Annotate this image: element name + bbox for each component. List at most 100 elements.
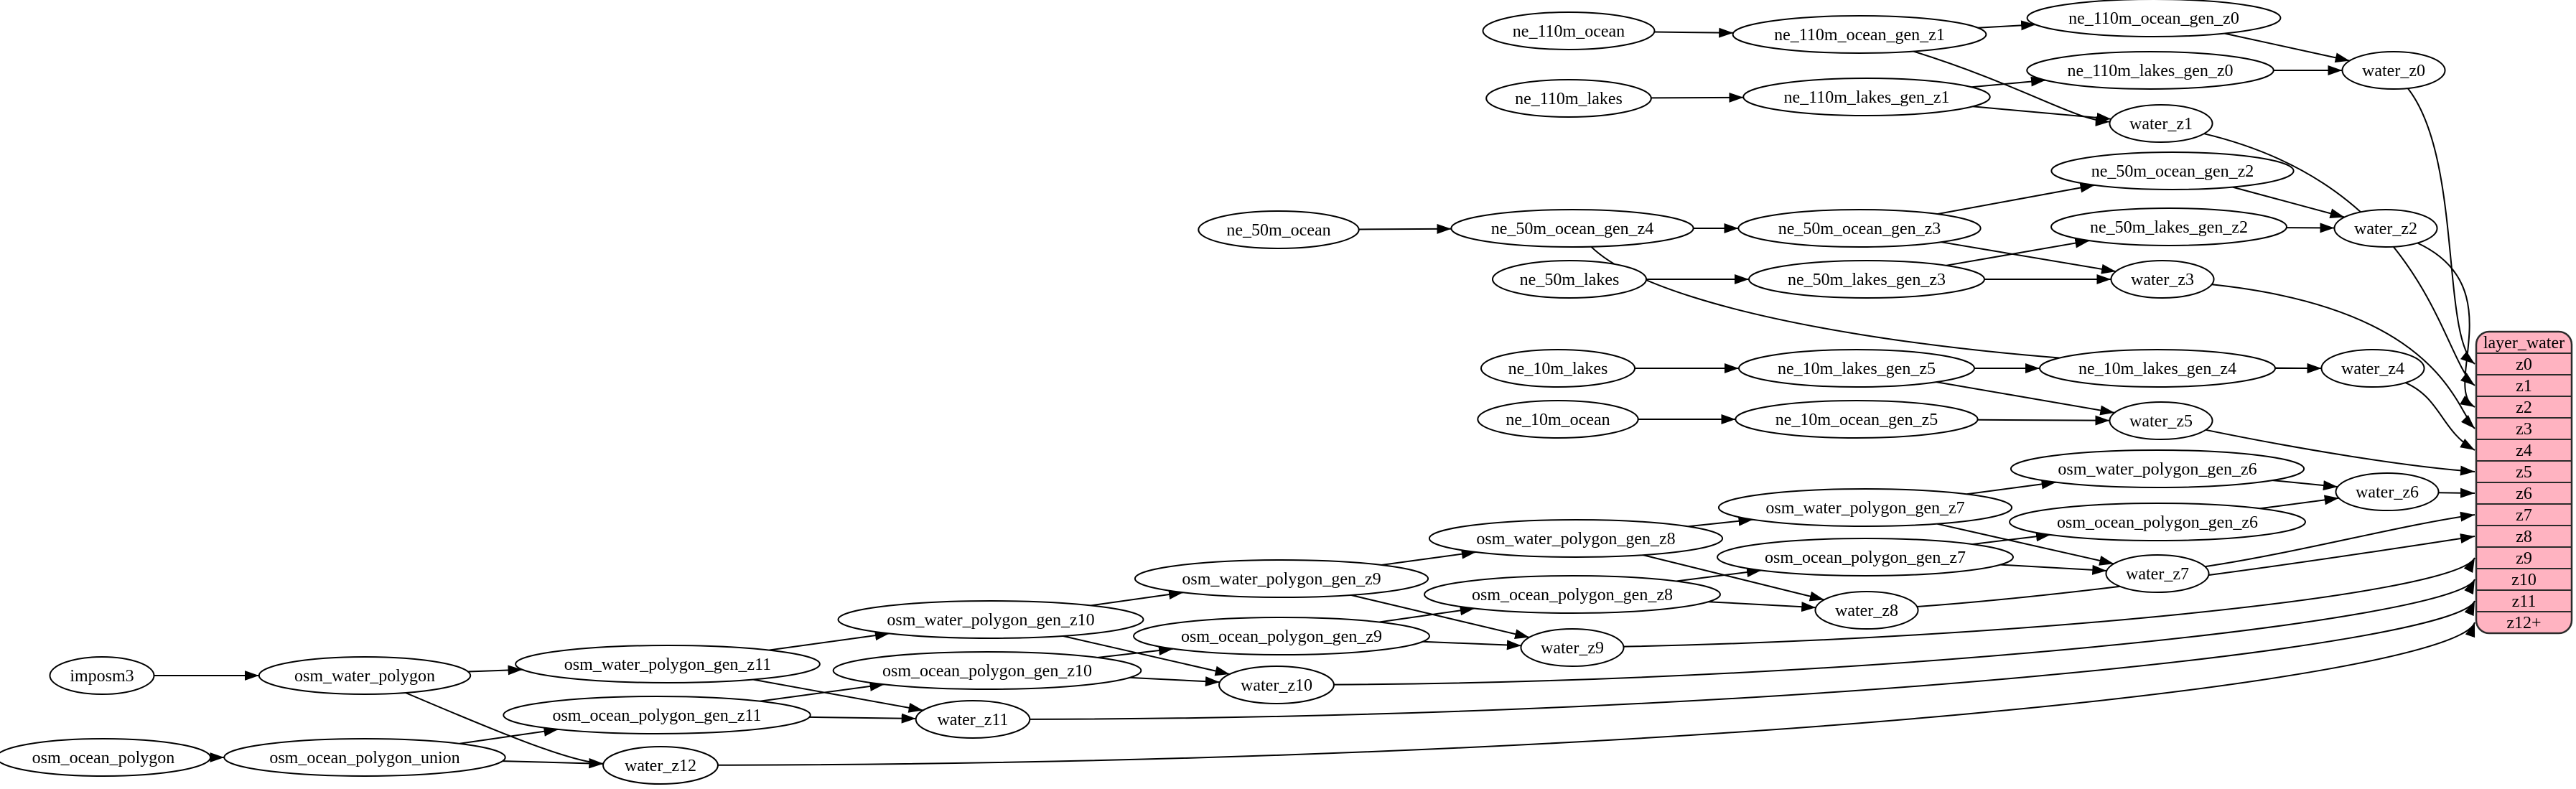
edge-ne_110m_ocean_gen_z0-to-water_z0 (2224, 32, 2350, 63)
table-row-z7: z7 (2516, 506, 2532, 525)
edge-water_z12-to-z12+ (717, 622, 2475, 766)
node-ellipse (2026, 51, 2274, 90)
node-label: osm_water_polygon_gen_z6 (2058, 460, 2257, 479)
node-water_z1: water_z1 (2109, 104, 2213, 143)
node-ellipse (1482, 11, 1656, 50)
node-water_z4: water_z4 (2320, 349, 2425, 388)
node-osm_water_polygon: osm_water_polygon (258, 656, 472, 695)
edge-water_z2-to-z2 (2417, 242, 2475, 408)
edge-ne_110m_lakes_gen_z1-to-ne_110m_lakes_gen_z0 (1971, 76, 2046, 88)
node-ellipse (1477, 400, 1639, 439)
node-osm_ocean_polygon: osm_ocean_polygon (0, 738, 212, 777)
node-ellipse (1520, 628, 1625, 667)
edge-water_z10-to-z10 (1333, 579, 2475, 686)
node-label: ne_10m_ocean (1506, 411, 1610, 429)
node-ellipse (1814, 591, 1919, 630)
node-osm_water_polygon_gen_z6: osm_water_polygon_gen_z6 (2010, 449, 2305, 488)
edge-osm_ocean_polygon_union-to-water_z12 (502, 758, 604, 769)
node-ellipse (1218, 666, 1335, 704)
node-label: water_z7 (2126, 565, 2189, 584)
node-ellipse (1133, 617, 1430, 655)
node-ellipse (2050, 207, 2287, 246)
node-ne_50m_ocean_gen_z3: ne_50m_ocean_gen_z3 (1737, 209, 1982, 248)
edge-water_z4-to-z4 (2404, 382, 2475, 451)
edge-osm_ocean_polygon_gen_z7-to-water_z7 (1999, 564, 2107, 575)
node-label: water_z8 (1835, 602, 1898, 620)
edge-osm_water_polygon_gen_z8-to-water_z8 (1643, 554, 1825, 602)
edge-water_z11-to-z11 (1030, 600, 2475, 720)
node-ellipse (1428, 519, 1724, 558)
node-label: ne_50m_lakes_gen_z3 (1788, 271, 1946, 289)
edge-osm_ocean_polygon_gen_z7-to-osm_ocean_polygon_gen_z6 (1971, 531, 2051, 546)
edge-osm_ocean_polygon_gen_z11-to-osm_ocean_polygon_gen_z10 (760, 681, 885, 702)
node-ne_110m_ocean: ne_110m_ocean (1482, 11, 1656, 50)
edge-ne_110m_ocean_gen_z1-to-ne_110m_ocean_gen_z0 (1977, 20, 2036, 31)
node-ne_50m_lakes: ne_50m_lakes (1491, 260, 1648, 299)
node-osm_water_polygon_gen_z8: osm_water_polygon_gen_z8 (1428, 519, 1724, 558)
node-label: ne_50m_ocean (1226, 221, 1330, 240)
node-ellipse (2110, 260, 2215, 299)
node-ne_50m_ocean_gen_z4: ne_50m_ocean_gen_z4 (1450, 209, 1694, 248)
node-label: ne_10m_lakes_gen_z5 (1778, 360, 1936, 378)
node-osm_ocean_polygon_gen_z9: osm_ocean_polygon_gen_z9 (1133, 617, 1430, 655)
node-label: osm_water_polygon_gen_z10 (887, 611, 1094, 630)
node-label: imposm3 (70, 667, 134, 686)
node-label: osm_ocean_polygon_gen_z6 (2057, 513, 2258, 532)
table-row-z5: z5 (2516, 463, 2532, 482)
edge-osm_water_polygon_gen_z6-to-water_z6 (2272, 480, 2338, 491)
node-ellipse (1732, 15, 1987, 54)
edge-ne_110m_ocean-to-ne_110m_ocean_gen_z1 (1654, 27, 1734, 38)
edge-osm_water_polygon_gen_z8-to-osm_water_polygon_gen_z7 (1688, 515, 1753, 528)
node-water_z2: water_z2 (2333, 209, 2438, 248)
node-ellipse (1424, 575, 1721, 614)
node-water_z3: water_z3 (2110, 260, 2215, 299)
node-ellipse (832, 651, 1142, 690)
node-label: osm_ocean_polygon (32, 749, 175, 767)
node-label: ne_50m_lakes_gen_z2 (2090, 218, 2248, 237)
node-label: osm_ocean_polygon_gen_z11 (552, 706, 761, 725)
node-label: ne_110m_lakes_gen_z1 (1783, 88, 1949, 107)
node-label: water_z9 (1541, 639, 1604, 658)
edge-water_z1-to-z1 (2203, 133, 2475, 386)
node-ne_50m_lakes_gen_z2: ne_50m_lakes_gen_z2 (2050, 207, 2287, 246)
edge-osm_ocean_polygon_gen_z8-to-water_z8 (1708, 601, 1816, 612)
node-label: water_z3 (2131, 271, 2194, 289)
node-ellipse (2105, 554, 2210, 593)
node-label: ne_110m_ocean_gen_z1 (1774, 26, 1945, 45)
node-ellipse (1480, 349, 1636, 388)
edge-osm_ocean_polygon_gen_z8-to-osm_ocean_polygon_gen_z7 (1676, 567, 1762, 582)
node-label: water_z1 (2129, 115, 2193, 134)
node-ellipse (837, 600, 1144, 639)
node-ellipse (49, 656, 155, 695)
node-ellipse (2109, 401, 2213, 440)
node-label: water_z10 (1241, 676, 1312, 695)
node-ellipse (2335, 472, 2440, 511)
edge-water_z3-to-z3 (2211, 284, 2475, 429)
node-label: ne_50m_ocean_gen_z4 (1491, 220, 1654, 238)
edge-ne_50m_ocean_gen_z3-to-water_z3 (1941, 241, 2117, 274)
node-ellipse (1742, 78, 1991, 116)
node-ne_50m_ocean_gen_z2: ne_50m_ocean_gen_z2 (2050, 151, 2295, 190)
node-osm_ocean_polygon_union: osm_ocean_polygon_union (223, 738, 506, 777)
node-label: ne_50m_ocean_gen_z3 (1778, 220, 1941, 238)
edge-water_z8-to-z8 (1917, 533, 2475, 607)
node-label: water_z6 (2356, 483, 2419, 502)
node-ellipse (1198, 210, 1360, 249)
table-row-z11: z11 (2512, 592, 2537, 611)
node-label: osm_ocean_polygon_gen_z9 (1181, 627, 1382, 646)
node-ellipse (915, 700, 1031, 739)
node-ellipse (1134, 559, 1429, 598)
table-row-z8: z8 (2516, 528, 2532, 546)
table-row-z1: z1 (2516, 377, 2532, 396)
table-row-z6: z6 (2516, 485, 2532, 503)
table-row-z2: z2 (2516, 398, 2532, 417)
node-osm_ocean_polygon_gen_z10: osm_ocean_polygon_gen_z10 (832, 651, 1142, 690)
edge-ne_10m_ocean_gen_z5-to-water_z5 (1977, 415, 2110, 426)
edge-ne_50m_ocean_gen_z4-to-water_z4 (1590, 246, 2322, 373)
edge-osm_ocean_polygon_gen_z6-to-water_z6 (2259, 495, 2339, 510)
table-row-z12+: z12+ (2506, 614, 2541, 632)
edge-osm_water_polygon_gen_z10-to-water_z10 (1063, 635, 1230, 676)
node-label: water_z4 (2341, 360, 2404, 378)
